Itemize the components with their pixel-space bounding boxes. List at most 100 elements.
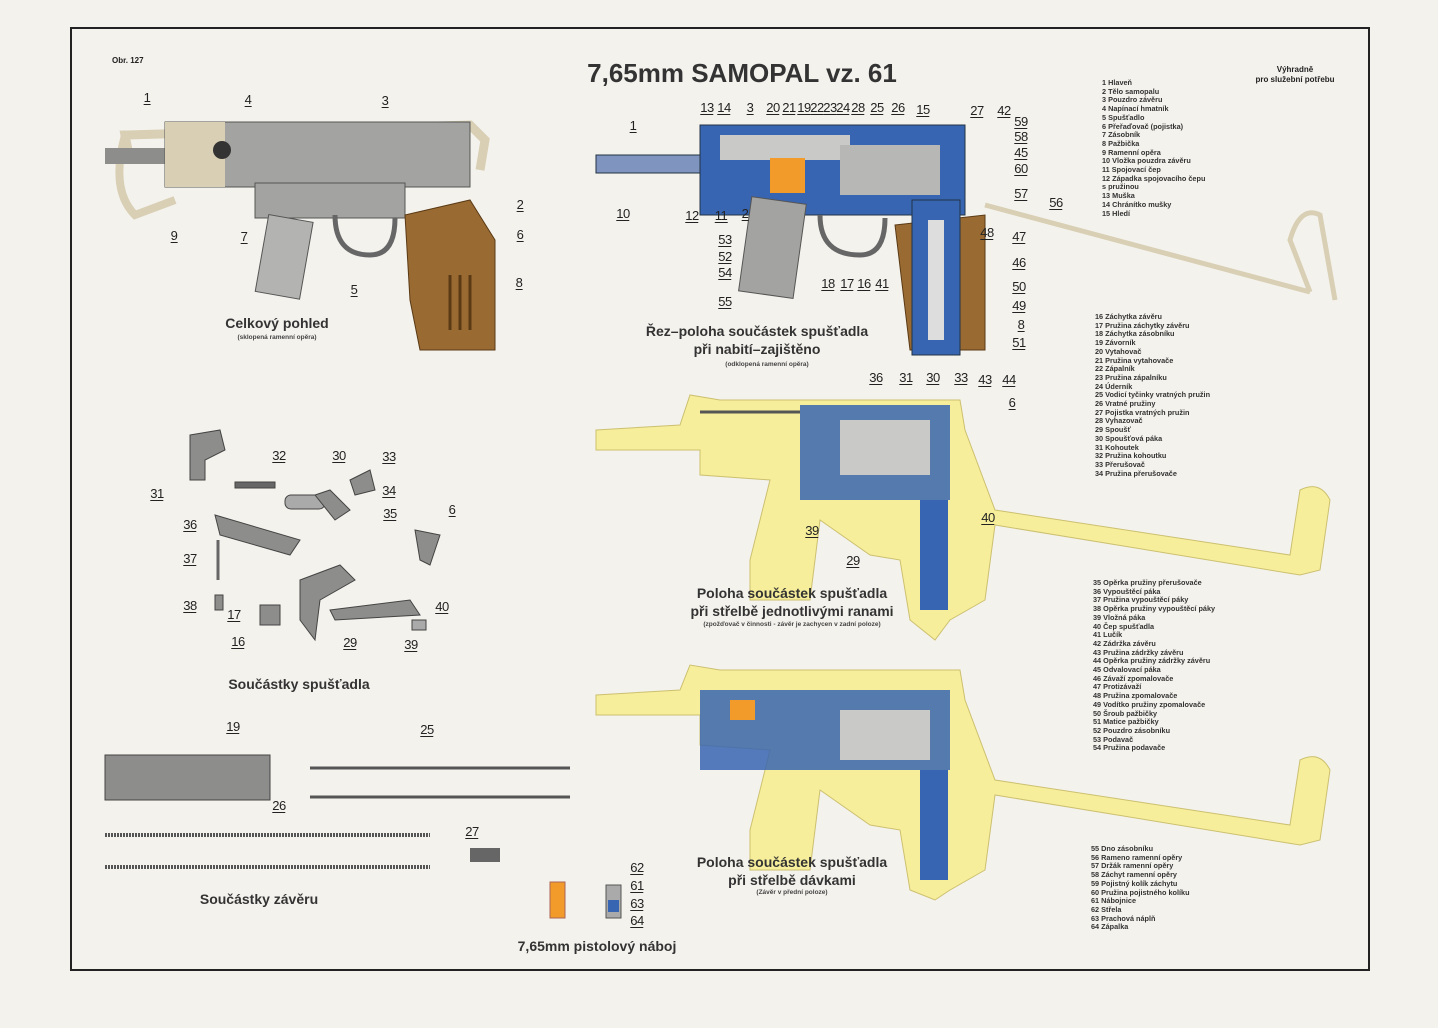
callout-number: 62 [630, 860, 644, 875]
legend-item: 36 Vypouštěcí páka [1093, 586, 1161, 596]
caption-line: při střelbě dávkami [728, 872, 856, 888]
legend-item: 17 Pružina záchytky závěru [1095, 320, 1190, 330]
barrel [595, 154, 707, 174]
callout-number: 29 [846, 553, 860, 568]
legend-item: 41 Lučík [1093, 630, 1123, 640]
auto-fire-subcaption: (Závěr v přední poloze) [756, 889, 828, 896]
callout-number: 8 [1017, 317, 1025, 332]
bolt [104, 754, 271, 801]
callout-number: 1 [629, 118, 637, 133]
callout-number: 1 [143, 90, 151, 105]
auto-fire-drawing [595, 664, 1331, 901]
legend-item: 10 Vložka pouzdra závěru [1102, 156, 1191, 166]
legend-item: 3 Pouzdro závěru [1102, 95, 1163, 105]
callout-number: 17 [840, 276, 854, 291]
auto-fire-caption: Poloha součástek spušťadla při střelbě dá… [697, 853, 887, 889]
callout-number: 14 [717, 100, 731, 115]
overview-subcaption: (sklopená ramenní opěra) [237, 334, 317, 341]
legend-item: 38 Opěrka pružiny vypouštěcí páky [1093, 604, 1216, 614]
callout-number: 45 [1014, 145, 1028, 160]
legend-item: 53 Podavač [1093, 734, 1134, 744]
callout-number: 52 [718, 249, 732, 264]
callout-number: 31 [899, 370, 913, 385]
cartridge-drawing [549, 881, 622, 919]
caption-line: Poloha součástek spušťadla [696, 854, 888, 870]
legend-item: 62 Střela [1091, 904, 1122, 914]
legend-item: 23 Pružina zápalníku [1095, 372, 1167, 382]
legend-item: 40 Čep spušťadla [1093, 621, 1155, 631]
callout-number: 37 [183, 551, 197, 566]
legend-item: 64 Zápalka [1091, 922, 1129, 932]
trigger-parts-drawing [189, 429, 441, 642]
legend-item: 49 Vodítko pružiny zpomalovače [1093, 699, 1206, 709]
callout-number: 6 [448, 502, 456, 517]
restriction-line: Výhradně [1276, 65, 1314, 74]
legend-item: 6 Přeřaďovač (pojistka) [1102, 121, 1184, 131]
caption-line: Poloha součástek spušťadla [696, 585, 888, 601]
bolt-parts-caption: Součástky závěru [199, 891, 319, 907]
callout-number: 31 [150, 486, 164, 501]
legend-item: 45 Odvalovací páka [1093, 665, 1161, 675]
callout-number: 46 [1012, 255, 1026, 270]
single-fire-caption: Poloha součástek spušťadla při střelbě je… [690, 584, 893, 620]
callout-number: 36 [869, 370, 883, 385]
bolt-parts-drawing [104, 754, 570, 869]
callout-number: 43 [978, 372, 992, 387]
callout-number: 28 [851, 100, 865, 115]
callout-number: 40 [981, 510, 995, 525]
legend-item: 34 Pružina přerušovače [1095, 468, 1177, 478]
callout-number: 19 [226, 719, 240, 734]
callout-number: 13 [700, 100, 714, 115]
legend-item: 42 Zádržka závěru [1093, 638, 1156, 648]
cutaway-gun-drawing [595, 124, 1338, 356]
callout-number: 40 [435, 599, 449, 614]
barrel [105, 148, 170, 164]
callout-number: 64 [630, 913, 644, 928]
callout-number: 20 [766, 100, 780, 115]
callout-number: 7 [240, 229, 248, 244]
callout-number: 30 [926, 370, 940, 385]
legend-item: 55 Dno zásobníku [1091, 844, 1154, 853]
callout-number: 53 [718, 232, 732, 247]
single-fire-drawing [595, 394, 1331, 641]
legend-item: 32 Pružina kohoutku [1095, 451, 1167, 461]
legend-item: 50 Šroub pažbičky [1093, 708, 1158, 718]
callout-number: 57 [1014, 186, 1028, 201]
callout-number: 3 [746, 100, 754, 115]
legend-item: 63 Prachová náplň [1091, 913, 1156, 923]
callout-number: 21 [782, 100, 796, 115]
callout-number: 32 [272, 448, 286, 463]
legend-item: 59 Pojistný kolík záchytu [1091, 878, 1178, 888]
overview-gun-drawing [105, 120, 496, 351]
callout-number: 10 [616, 206, 630, 221]
overview-caption: Celkový pohled [225, 315, 329, 331]
cartridge-caption: 7,65mm pistolový náboj [517, 938, 677, 954]
callout-number: 16 [857, 276, 871, 291]
legend-item: 37 Pružina vypouštěcí páky [1093, 595, 1189, 605]
callout-number: 39 [404, 637, 418, 652]
callout-number: 41 [875, 276, 889, 291]
callout-number: 60 [1014, 161, 1028, 176]
legend-item: 30 Spoušťová páka [1095, 433, 1163, 443]
callout-number: 26 [272, 798, 286, 813]
trigger-parts-caption: Součástky spušťadla [228, 676, 370, 692]
callout-number: 12 [685, 208, 699, 223]
legend-item: 20 Vytahovač [1095, 346, 1142, 356]
callout-number: 24 [836, 100, 850, 115]
figure-number: Obr. 127 [112, 56, 144, 65]
callout-number: 33 [382, 449, 396, 464]
callout-number: 61 [630, 878, 644, 893]
callout-number: 39 [805, 523, 819, 538]
callout-number: 59 [1014, 114, 1028, 129]
legend-item: 11 Spojovací čep [1102, 165, 1161, 175]
callout-number: 27 [465, 824, 479, 839]
legend-item: 27 Pojistka vratných pružin [1095, 407, 1190, 417]
cartridge-in-chamber [770, 158, 805, 193]
caption-line: při střelbě jednotlivými ranami [690, 603, 894, 619]
legend-item: 61 Nábojnice [1091, 896, 1137, 906]
legend-item: 60 Pružina pojistného kolíku [1091, 887, 1190, 897]
